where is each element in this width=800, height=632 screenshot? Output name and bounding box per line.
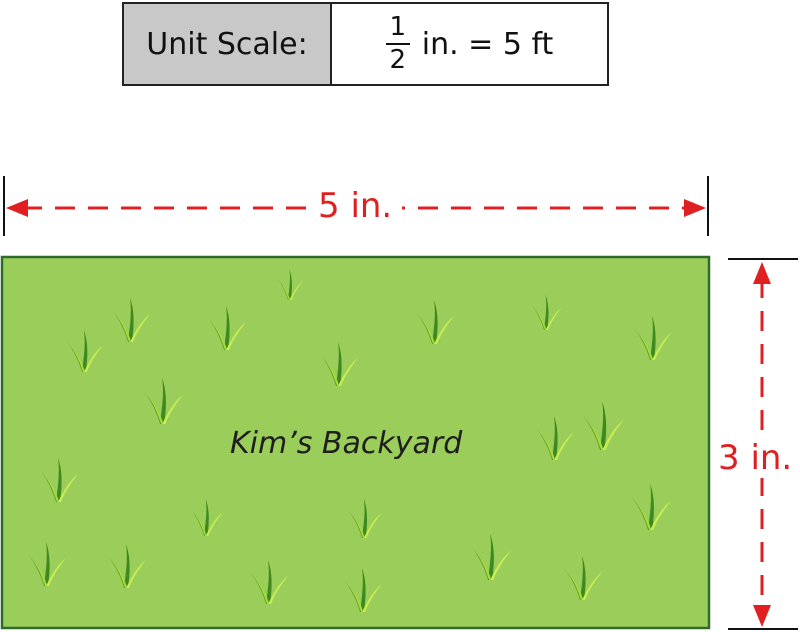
scale-fraction: 1 2 bbox=[385, 11, 410, 75]
fraction-bar bbox=[385, 43, 410, 45]
arrow-left-icon bbox=[6, 199, 28, 217]
height-label: 3 in. bbox=[714, 438, 797, 478]
backyard-title: Kim’s Backyard bbox=[230, 426, 463, 461]
width-label: 5 in. bbox=[308, 186, 403, 226]
arrow-down-icon bbox=[753, 605, 771, 627]
arrow-up-icon bbox=[753, 262, 771, 284]
backyard-rectangle bbox=[0, 255, 711, 630]
arrow-right-icon bbox=[684, 199, 706, 217]
scale-equivalence: in. = 5 ft bbox=[421, 26, 554, 62]
fraction-numerator: 1 bbox=[389, 11, 406, 42]
unit-scale-value: 1 2 in. = 5 ft bbox=[332, 4, 607, 84]
fraction-denominator: 2 bbox=[389, 45, 406, 75]
unit-scale-label: Unit Scale: bbox=[124, 4, 332, 84]
unit-scale-box: Unit Scale: 1 2 in. = 5 ft bbox=[122, 2, 609, 86]
